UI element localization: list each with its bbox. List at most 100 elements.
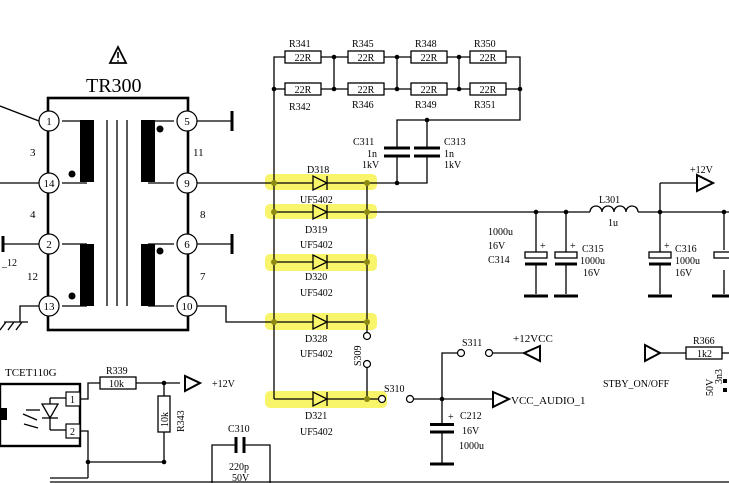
r350-label: R350	[474, 39, 496, 50]
pin-10: 10	[182, 301, 194, 313]
d318-label: D318	[307, 165, 329, 176]
audio-supply: S310 S311 +12VCC VCC_AUDIO_1 + C212 16V …	[377, 333, 586, 466]
lc-filter: L301 1u + 1000u 16V C314 + C315 1000u 16…	[488, 165, 729, 298]
highlight-marks	[265, 174, 387, 408]
r349-label: R349	[415, 100, 437, 111]
transformer-tr300: TR300 1 14 2 13 5 9	[0, 44, 274, 332]
c316-value: 1000u	[675, 256, 700, 267]
pin-6: 6	[184, 239, 190, 251]
r343-value: 10k	[160, 412, 171, 427]
pin-5: 5	[184, 116, 190, 128]
label-3: 3	[30, 147, 36, 159]
d320-part: UF5402	[300, 288, 333, 299]
c212-voltage: 16V	[462, 426, 480, 437]
opto-plus12v: +12V	[212, 379, 236, 390]
c315-voltage: 16V	[583, 268, 601, 279]
c315-label: C315	[582, 244, 604, 255]
opto-name: TCET110G	[5, 367, 57, 379]
label-12: 12	[27, 271, 38, 283]
d328-part: UF5402	[300, 349, 333, 360]
c310-voltage: 50V	[232, 473, 250, 483]
r349-value: 22R	[421, 85, 438, 96]
label-11: 11	[193, 147, 204, 159]
label-4: 4	[30, 209, 36, 221]
c315-value: 1000u	[580, 256, 605, 267]
plus12vcc-label: +12VCC	[513, 333, 553, 345]
r348-value: 22R	[421, 53, 438, 64]
optocoupler-section: TCET110G 1 2 R339 10k +12V 10k R343	[0, 366, 729, 483]
c311-label: C311	[353, 137, 374, 148]
c316-label: C316	[675, 244, 697, 255]
c310-value: 220p	[229, 462, 249, 473]
c212-plus: +	[448, 412, 454, 423]
r348-label: R348	[415, 39, 437, 50]
c314-plus: +	[540, 241, 546, 252]
cut-value: 3n3	[714, 369, 725, 384]
r366-label: R366	[693, 336, 715, 347]
pin-14: 14	[44, 178, 56, 190]
c313-value: 1n	[444, 149, 454, 160]
opto-pin-2: 2	[70, 427, 75, 438]
s310-label: S310	[384, 384, 405, 395]
r345-label: R345	[352, 39, 374, 50]
c314-value: 1000u	[488, 227, 513, 238]
l301-label: L301	[599, 195, 620, 206]
c311-kv: 1kV	[362, 160, 380, 171]
d321-part: UF5402	[300, 427, 333, 438]
partial-label: _12	[1, 258, 17, 269]
resistor-network: 22R 22R 22R 22R 22R 22R 22R 22R R341 R34…	[271, 39, 523, 183]
r339-value: 10k	[109, 379, 124, 390]
c212-label: C212	[460, 411, 482, 422]
r366-value: 1k2	[697, 349, 712, 360]
pin-2: 2	[46, 239, 52, 251]
c313-label: C313	[444, 137, 466, 148]
stby-label: STBY_ON/OFF	[603, 379, 670, 390]
c311-value: 1n	[367, 149, 377, 160]
cut-voltage: 50V	[705, 378, 716, 396]
c315-plus: +	[570, 241, 576, 252]
d320-label: D320	[305, 272, 327, 283]
capacitor-c310: C310 220p 50V	[211, 424, 271, 483]
r351-value: 22R	[480, 85, 497, 96]
d318-part: UF5402	[300, 195, 333, 206]
label-7: 7	[200, 271, 206, 283]
standby-section: R366 1k2 STBY_ON/OFF 50V 3n3	[603, 336, 729, 396]
r346-label: R346	[352, 100, 374, 111]
r350-value: 22R	[480, 53, 497, 64]
r342-label: R342	[289, 102, 311, 113]
warning-triangle-icon	[108, 44, 128, 64]
pin-1: 1	[46, 116, 52, 128]
d319-part: UF5402	[300, 240, 333, 251]
c314-label: C314	[488, 255, 510, 266]
transformer-name: TR300	[86, 75, 142, 97]
s311-label: S311	[462, 338, 482, 349]
r339-label: R339	[106, 366, 128, 377]
c316-voltage: 16V	[675, 268, 693, 279]
d328-label: D328	[305, 334, 327, 345]
c314-voltage: 16V	[488, 241, 506, 252]
opto-pin-1: 1	[70, 395, 75, 406]
r345-value: 22R	[358, 53, 375, 64]
d321-label: D321	[305, 411, 327, 422]
pin-9: 9	[184, 178, 190, 190]
c212-value: 1000u	[459, 441, 484, 452]
snubber-capacitors: C311 1n 1kV C313 1n 1kV	[353, 120, 466, 186]
r341-label: R341	[289, 39, 311, 50]
c316-plus: +	[664, 241, 670, 252]
c310-label: C310	[228, 424, 250, 435]
r343-label: R343	[176, 410, 187, 432]
d319-label: D319	[305, 225, 327, 236]
diode-array: S309 D318 UF5402 D319 UF5402 D320 UF5402…	[271, 165, 536, 438]
vcc-audio-label: VCC_AUDIO_1	[511, 395, 586, 407]
r346-value: 22R	[358, 85, 375, 96]
c313-kv: 1kV	[444, 160, 462, 171]
pin-13: 13	[44, 301, 56, 313]
r342-value: 22R	[295, 85, 312, 96]
r341-value: 22R	[295, 53, 312, 64]
s309-label: S309	[353, 345, 364, 366]
plus12v-label: +12V	[690, 165, 714, 176]
l301-value: 1u	[608, 218, 618, 229]
r351-label: R351	[474, 100, 496, 111]
label-8: 8	[200, 209, 206, 221]
